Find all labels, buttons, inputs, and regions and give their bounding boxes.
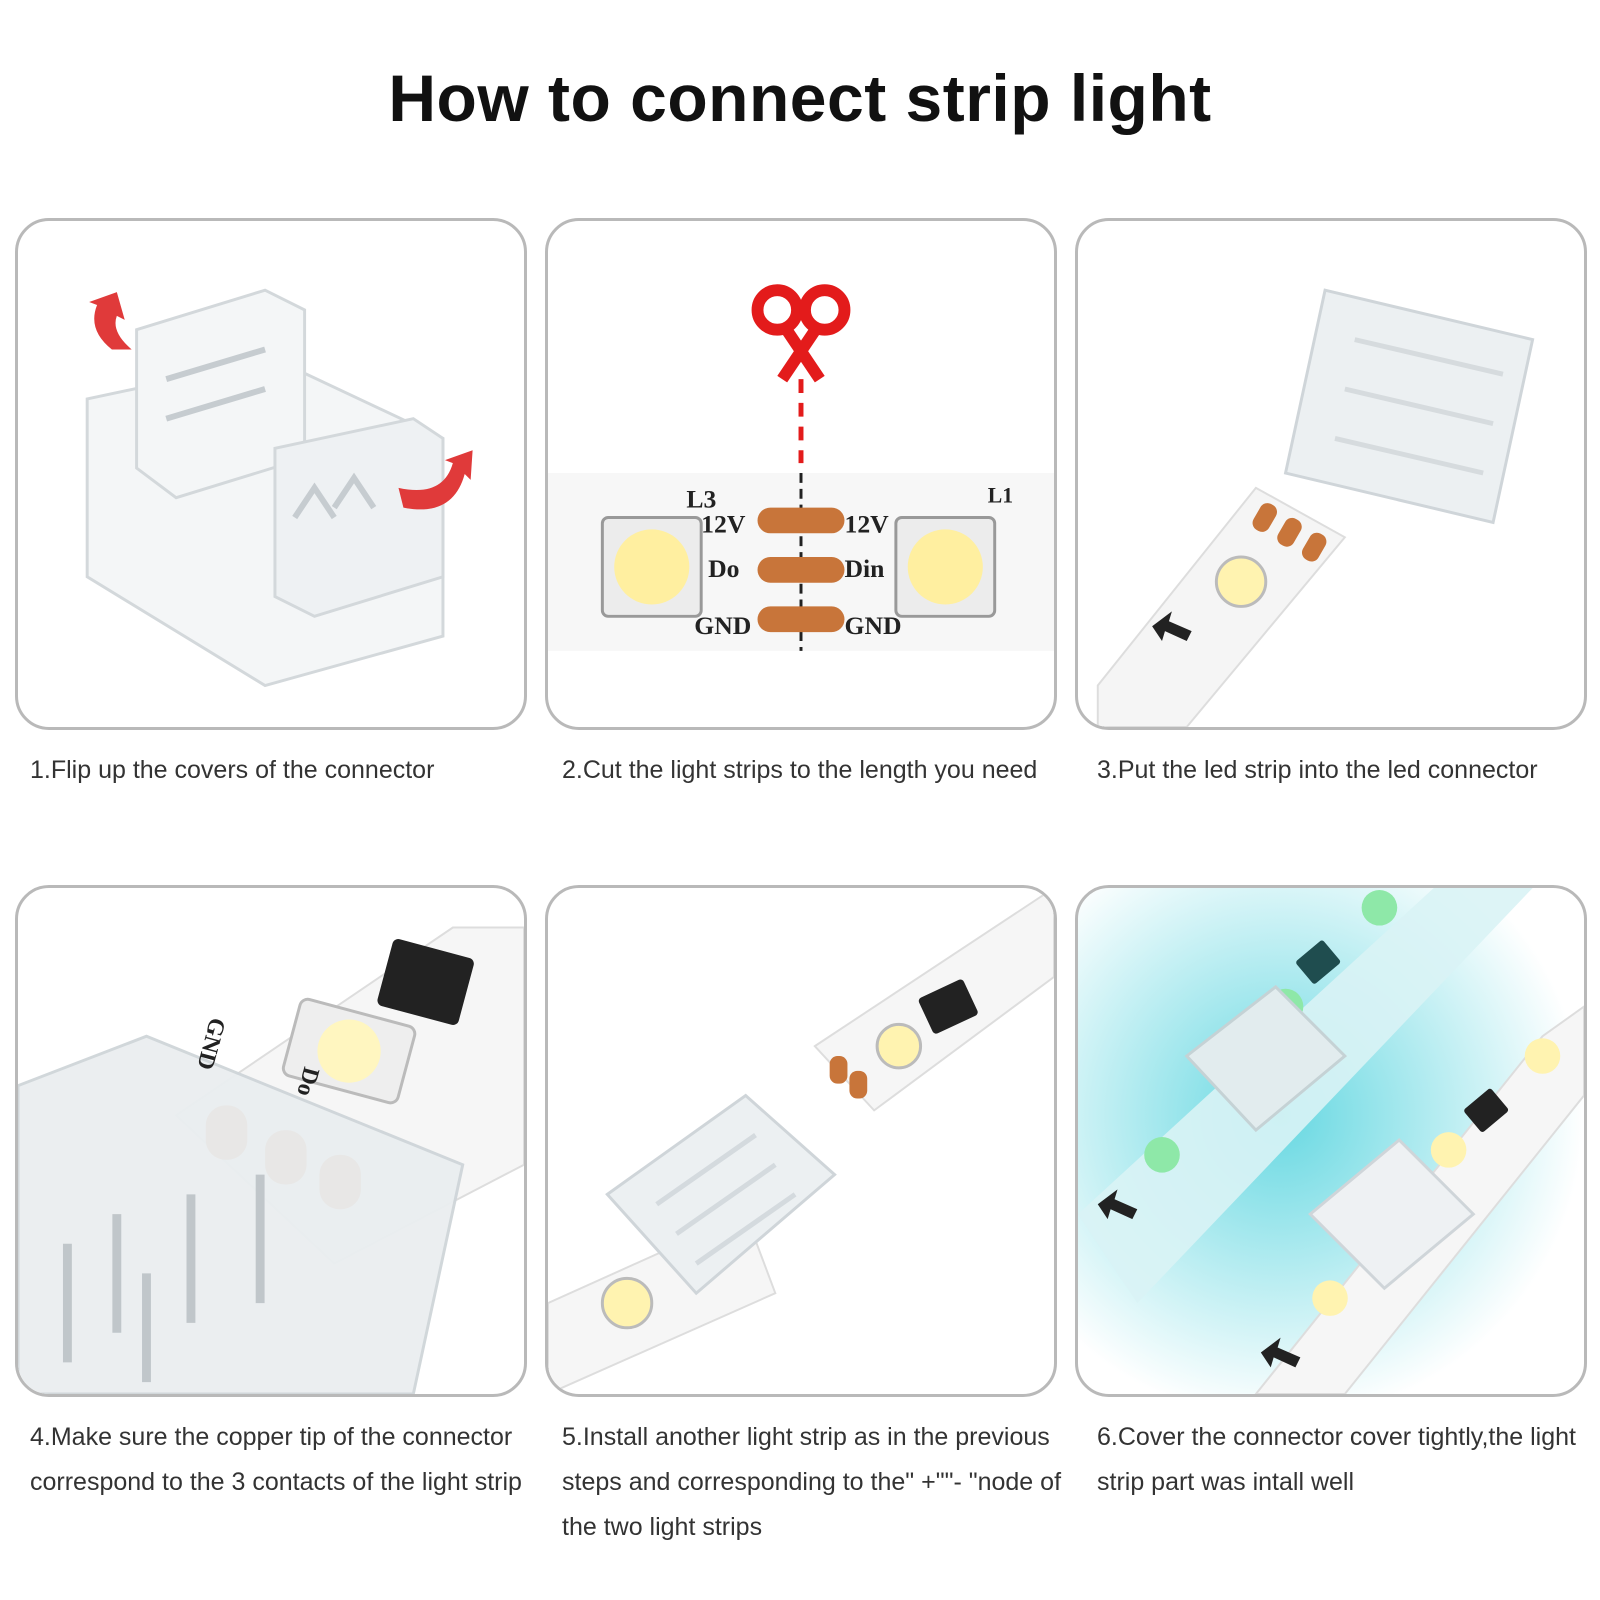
- label-12v-left: 12V: [701, 509, 746, 538]
- step-4-image: GND Do: [15, 885, 527, 1397]
- label-l3: L3: [686, 485, 716, 514]
- rotate-arrow-icon: [398, 450, 473, 510]
- scissors-icon: [751, 284, 851, 383]
- step-3-image: [1075, 218, 1587, 730]
- step-6-caption: 6.Cover the connector cover tightly,the …: [1097, 1423, 1576, 1496]
- step-1-image: [15, 218, 527, 730]
- rotate-arrow-icon: [89, 292, 132, 350]
- step-4-caption: 4.Make sure the copper tip of the connec…: [30, 1423, 522, 1496]
- direction-arrow-icon: [1152, 611, 1192, 642]
- direction-arrow-icon: [1260, 1337, 1301, 1368]
- direction-arrow-icon: [1097, 1189, 1138, 1220]
- step-2-caption: 2.Cut the light strips to the length you…: [562, 756, 1038, 784]
- step-5-image: [545, 885, 1057, 1397]
- label-gnd-right: GND: [844, 611, 901, 640]
- page-title: How to connect strip light: [388, 61, 1212, 135]
- cut-strip-illustration: L3 12V Do GND 12V Din GND L1: [548, 284, 1054, 651]
- step-1-caption: 1.Flip up the covers of the connector: [30, 756, 435, 784]
- label-gnd-left: GND: [694, 611, 751, 640]
- step-5-caption: 5.Install another light strip as in the …: [562, 1423, 1062, 1541]
- label-do: Do: [708, 554, 739, 583]
- step-6-image: [1075, 885, 1587, 1397]
- open-connector-illustration: [85, 288, 473, 688]
- second-strip-illustration: [548, 888, 1054, 1394]
- step-2-image: L3 12V Do GND 12V Din GND L1: [545, 218, 1057, 730]
- insert-strip-illustration: [1096, 288, 1535, 727]
- label-gnd-4: GND: [191, 1015, 230, 1073]
- label-din: Din: [844, 554, 884, 583]
- finished-connection-illustration: [1078, 888, 1584, 1394]
- label-l1: L1: [988, 484, 1013, 508]
- step-3-caption: 3.Put the led strip into the led connect…: [1097, 756, 1538, 784]
- label-12v-right: 12V: [844, 509, 889, 538]
- copper-tip-illustration: GND Do: [18, 926, 524, 1394]
